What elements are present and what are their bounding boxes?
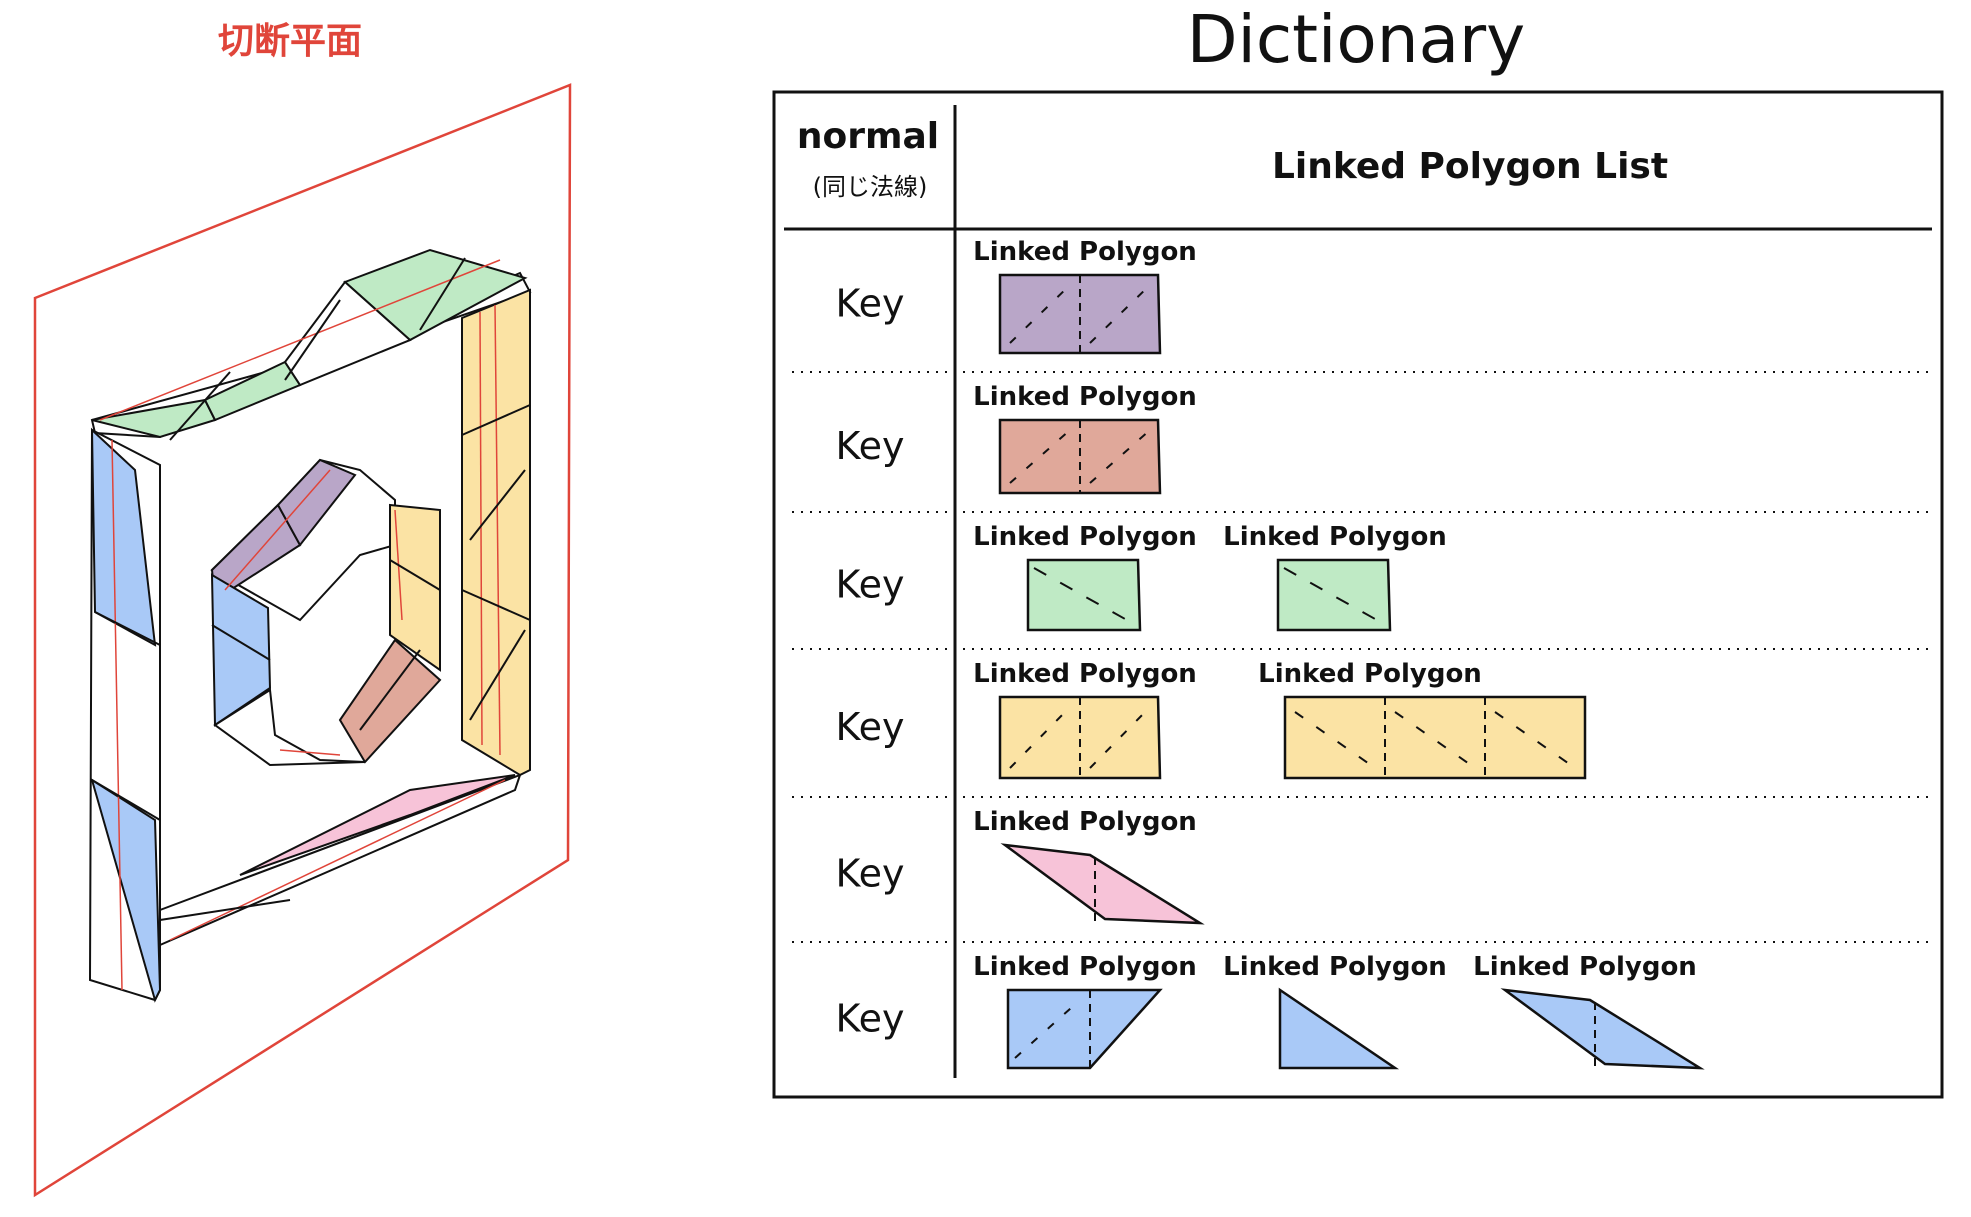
cutting-plane xyxy=(33,83,572,1198)
row-key: Key xyxy=(836,282,905,326)
cutting-plane-illustration: 切断平面 xyxy=(33,21,572,1198)
dictionary-row: Key Linked Polygon Linked Polygon xyxy=(792,522,1932,650)
outer-frame-top xyxy=(90,248,532,441)
linked-polygon-shape xyxy=(1500,988,1705,1070)
dictionary-row: Key Linked Polygon Linked Polygon Linked Po… xyxy=(836,952,1705,1070)
outer-frame-right xyxy=(461,288,531,777)
linked-polygon-shape xyxy=(998,695,1162,780)
header-key-col-sub: (同じ法線) xyxy=(813,173,928,201)
linked-polygon-label: Linked Polygon xyxy=(973,952,1197,982)
linked-polygon-label: Linked Polygon xyxy=(1223,952,1447,982)
linked-polygon-shape xyxy=(998,273,1162,355)
row-key: Key xyxy=(836,563,905,607)
outer-frame-bottom xyxy=(159,773,522,947)
linked-polygon-shape xyxy=(1278,987,1400,1070)
linked-polygon-shape xyxy=(1283,695,1587,780)
row-key: Key xyxy=(836,997,905,1041)
row-key: Key xyxy=(836,852,905,896)
linked-polygon-shape xyxy=(1000,843,1205,925)
dictionary-row: Key Linked Polygon Linked Polygon xyxy=(792,659,1932,798)
linked-polygon-shape xyxy=(998,418,1162,495)
row-key: Key xyxy=(836,424,905,468)
outer-frame-left xyxy=(88,427,162,1003)
cutting-plane-label: 切断平面 xyxy=(218,21,362,62)
linked-polygon-label: Linked Polygon xyxy=(1258,659,1482,689)
dictionary: Dictionary normal (同じ法線) Linked Polygon … xyxy=(772,1,1944,1099)
header-value-col: Linked Polygon List xyxy=(1272,146,1668,187)
header-key-col: normal xyxy=(797,116,939,157)
row-key: Key xyxy=(836,705,905,749)
inner-ring xyxy=(210,458,442,767)
linked-polygon-label: Linked Polygon xyxy=(973,807,1197,837)
linked-polygon-shape xyxy=(1276,558,1392,632)
linked-polygon-shape xyxy=(1006,988,1163,1070)
linked-polygon-label: Linked Polygon xyxy=(973,659,1197,689)
dictionary-row: Key Linked Polygon xyxy=(792,382,1932,513)
dictionary-row: Key Linked Polygon xyxy=(792,807,1932,943)
linked-polygon-label: Linked Polygon xyxy=(1473,952,1697,982)
dictionary-row: Key Linked Polygon xyxy=(792,237,1932,373)
linked-polygon-shape xyxy=(1026,558,1142,632)
dictionary-title: Dictionary xyxy=(1187,1,1526,78)
linked-polygon-label: Linked Polygon xyxy=(973,237,1197,267)
linked-polygon-label: Linked Polygon xyxy=(973,522,1197,552)
dictionary-frame xyxy=(772,90,1944,1099)
linked-polygon-label: Linked Polygon xyxy=(973,382,1197,412)
linked-polygon-label: Linked Polygon xyxy=(1223,522,1447,552)
